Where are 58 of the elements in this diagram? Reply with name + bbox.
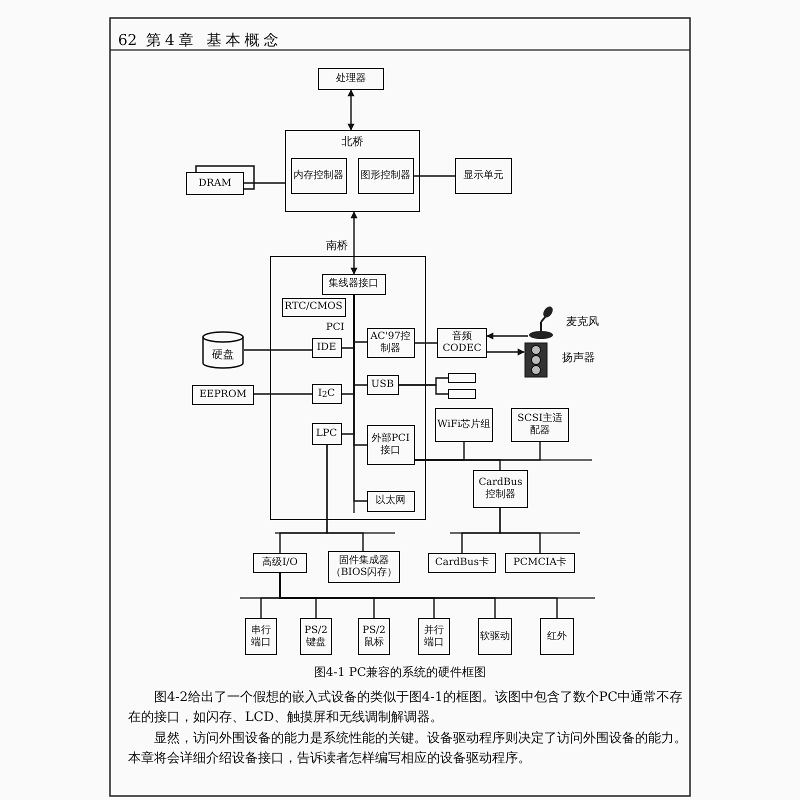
body-paragraph: 显然，访问外围设备的能力是系统性能的关键。设备驱动程序则决定了访问外围设备的能力。本章将会详细介绍设备接口，告诉读者怎样编写相应的设备驱动程序。 [128, 730, 688, 768]
component-box: CardBus卡 [428, 553, 496, 573]
body-paragraph: 图4-2给出了一个假想的嵌入式设备的类似于图4-1的框图。该图中包含了数个PC中通常不存在的接口，如闪存、LCD、触摸屏和无线调制解调器。 [128, 689, 684, 728]
connection-line [353, 295, 367, 502]
component-box: 音频CODEC [437, 328, 487, 358]
running-header: 第4章 基本概念 [146, 31, 282, 50]
component-box: 集线器接口 [322, 274, 386, 294]
connection-line [244, 182, 285, 184]
component-box: 红外 [540, 618, 574, 655]
component-box: WiFi芯片组 [435, 408, 493, 442]
component-box: 软驱动 [478, 618, 512, 655]
device-label: 麦克风 [566, 314, 599, 329]
component-box: 内存控制器 [290, 158, 346, 194]
figure-caption: 图4-1 PC兼容的系统的硬件框图 [314, 664, 486, 681]
arrow [487, 348, 525, 356]
connection-line [415, 342, 437, 344]
bridge-title: 南桥 [326, 238, 348, 253]
component-box: DRAM [186, 172, 244, 195]
component-box: PS/2鼠标 [358, 618, 390, 655]
arrow [348, 89, 354, 131]
component-box: AC'97控制器 [366, 328, 414, 358]
bus-label: PCI [326, 322, 344, 333]
connection-line [399, 384, 448, 395]
disk-cylinder [202, 331, 244, 369]
component-box: 固件集成器（BIOS闪存） [328, 551, 400, 583]
component-box: USB [366, 374, 398, 394]
page-number: 62 [118, 31, 138, 49]
bridge-title: 北桥 [342, 135, 364, 148]
component-box: 显示单元 [455, 158, 512, 194]
component-box: EEPROM [192, 385, 254, 405]
bridge-box [285, 130, 420, 212]
arrow [350, 211, 358, 275]
connection-line [326, 445, 364, 551]
device-label: 扬声器 [562, 350, 595, 365]
component-box: PCMCIA卡 [505, 553, 575, 573]
arrow [486, 332, 528, 340]
component-box: 并行端口 [418, 618, 450, 655]
connection-line [244, 349, 312, 351]
connection-line [279, 573, 558, 618]
port-box [448, 389, 476, 399]
component-box: 以太网 [366, 490, 414, 512]
component-box: 图形控制器 [358, 158, 414, 194]
component-box: 串行端口 [245, 618, 277, 655]
connection-line [415, 459, 501, 470]
component-box: 外部PCI接口 [366, 424, 414, 464]
component-box: CardBus控制器 [473, 470, 528, 508]
component-box: 处理器 [318, 68, 384, 90]
connection-line [499, 508, 541, 553]
disk-label: 硬盘 [212, 347, 234, 362]
component-box: LPC [312, 422, 342, 444]
connection-line [254, 393, 312, 395]
port-box [448, 373, 476, 383]
connection-line [414, 175, 455, 177]
component-box: PS/2键盘 [300, 618, 332, 655]
component-box: RTC/CMOS [282, 298, 346, 316]
component-box: 高级I/O [253, 553, 307, 573]
component-box: SCSI主适配器 [511, 408, 569, 442]
component-box: IDE [312, 338, 342, 358]
